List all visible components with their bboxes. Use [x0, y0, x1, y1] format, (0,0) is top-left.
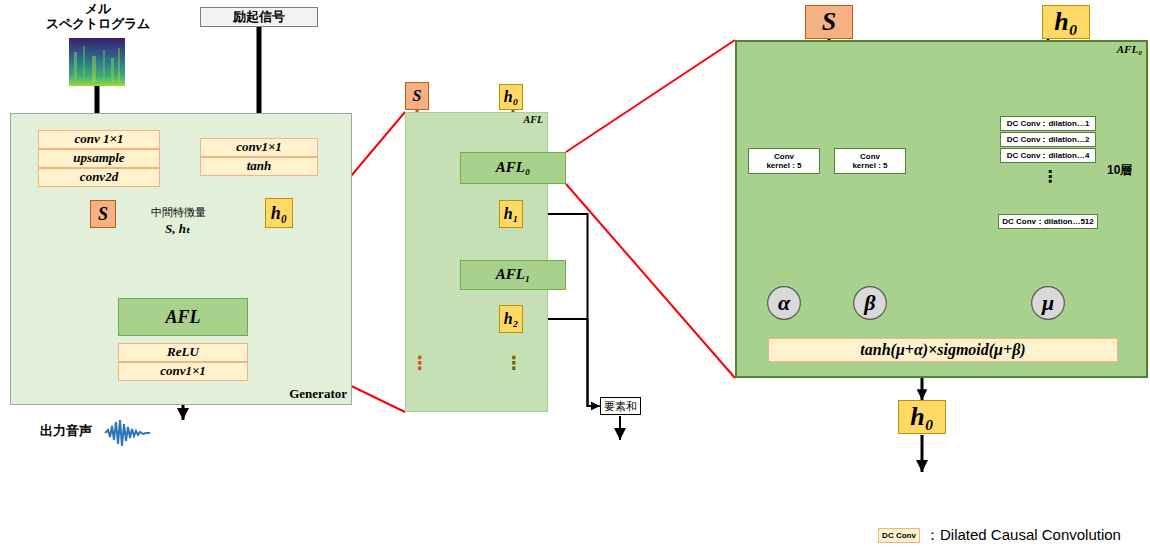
node-text: tanh(μ+α)×sigmoid(μ+β)	[860, 341, 1025, 359]
node-text: conv1×1	[160, 364, 206, 379]
feature-box: S	[90, 200, 116, 228]
feature-box: h₀	[1042, 5, 1090, 39]
node-text: h₁	[504, 205, 518, 223]
sum-output-arrow	[619, 416, 621, 440]
ellipsis: ⋮	[411, 353, 423, 374]
node-text: kernel : 5	[766, 161, 801, 170]
layer-box: tanh	[200, 157, 318, 176]
node-text: conv1×1	[236, 140, 282, 155]
dc-conv-box: DC Conv：dilation…2	[1000, 132, 1096, 147]
layer-box: conv1×1	[200, 138, 318, 157]
feature-label: S, hₜ	[138, 222, 218, 237]
feature-box: h₁	[499, 200, 523, 228]
afl-panel: AFL AFL₀ h₁ AFL₁ h₂	[405, 112, 548, 412]
panel-title: AFL₀	[1117, 43, 1142, 56]
panel-title: Generator	[289, 387, 347, 402]
node-text: S	[98, 204, 108, 225]
feature-label: 中間特徴量	[138, 206, 218, 219]
node-text: AFL₀	[496, 159, 530, 176]
dc-conv-box: DC Conv：dilation…512	[998, 214, 1098, 229]
node-text: h₀	[271, 203, 287, 224]
node-text: h₂	[504, 310, 518, 328]
waveform-icon	[105, 420, 150, 446]
input-label: メル スペクトログラム	[45, 2, 151, 32]
afl-box: AFL₀	[460, 152, 566, 184]
layer-count: 10層	[1107, 164, 1132, 178]
layer-box: ReLU	[118, 343, 248, 362]
sum-box: 要素和	[600, 397, 641, 415]
afl-output-arrow	[921, 435, 924, 472]
connector	[566, 40, 735, 152]
input-box: 励起信号	[200, 7, 318, 27]
node-text: α	[778, 290, 790, 315]
conv-box: Convkernel : 5	[834, 148, 906, 174]
node-text: DC Conv：dilation…1	[1007, 119, 1090, 128]
param-circle: α	[767, 286, 801, 320]
param-circle: β	[853, 286, 887, 320]
node-text: S	[413, 87, 422, 105]
node-text: β	[864, 290, 875, 315]
node-text: h₀	[910, 402, 934, 432]
node-text: DC Conv：dilation…2	[1007, 135, 1090, 144]
panel-title: AFL	[524, 114, 543, 126]
node-text: Conv	[774, 152, 794, 161]
node-text: kernel : 5	[852, 161, 887, 170]
node-text: h₀	[504, 88, 518, 106]
legend-box: DC Conv	[878, 528, 920, 543]
node-text: DC Conv：dilation…512	[1002, 217, 1094, 226]
layer-box: upsample	[38, 149, 160, 168]
node-text: ReLU	[167, 345, 199, 360]
spectrogram-image	[69, 38, 125, 86]
feature-box: S	[805, 5, 853, 39]
ellipsis: ⋮	[1042, 168, 1054, 186]
param-circle: μ	[1031, 286, 1065, 320]
layer-box: conv2d	[38, 168, 160, 187]
afl-box: AFL	[118, 298, 248, 336]
layer-box: conv 1×1	[38, 130, 160, 149]
layer-box: conv1×1	[118, 362, 248, 381]
afl-box: AFL₁	[460, 260, 566, 290]
formula-box: tanh(μ+α)×sigmoid(μ+β)	[768, 338, 1118, 362]
node-text: 要素和	[604, 400, 637, 413]
connector	[566, 184, 735, 378]
conv-box: Convkernel : 5	[748, 148, 820, 174]
ellipsis: ⋮	[505, 353, 517, 374]
legend-text: ：Dilated Causal Convolution	[925, 526, 1121, 543]
node-text: upsample	[73, 151, 124, 166]
feature-box: h₂	[499, 305, 523, 333]
node-text: S	[822, 7, 836, 37]
node-text: AFL	[165, 307, 200, 328]
node-text: Conv	[860, 152, 880, 161]
generator-panel: Generator conv 1×1 upsample conv2d conv1×1 ta…	[10, 113, 352, 405]
afl-detail-panel: AFL₀Convkernel : 5Convkernel : 5DC Conv：…	[735, 40, 1148, 378]
feature-box: h₀	[898, 400, 946, 434]
node-text: μ	[1042, 290, 1054, 315]
output-label: 出力音声	[40, 424, 92, 439]
node-text: DC Conv	[882, 531, 916, 540]
node-text: tanh	[247, 159, 272, 174]
dc-conv-box: DC Conv：dilation…1	[1000, 116, 1096, 131]
node-text: 励起信号	[233, 10, 285, 25]
node-text: h₀	[1054, 7, 1078, 37]
feature-box: h₀	[499, 84, 523, 110]
feature-box: h₀	[265, 198, 293, 228]
node-text: conv2d	[80, 170, 118, 185]
feature-box: S	[405, 82, 429, 110]
node-text: DC Conv：dilation…4	[1007, 151, 1090, 160]
dc-conv-box: DC Conv：dilation…4	[1000, 148, 1096, 163]
node-text: AFL₁	[496, 266, 530, 283]
node-text: conv 1×1	[75, 132, 124, 147]
